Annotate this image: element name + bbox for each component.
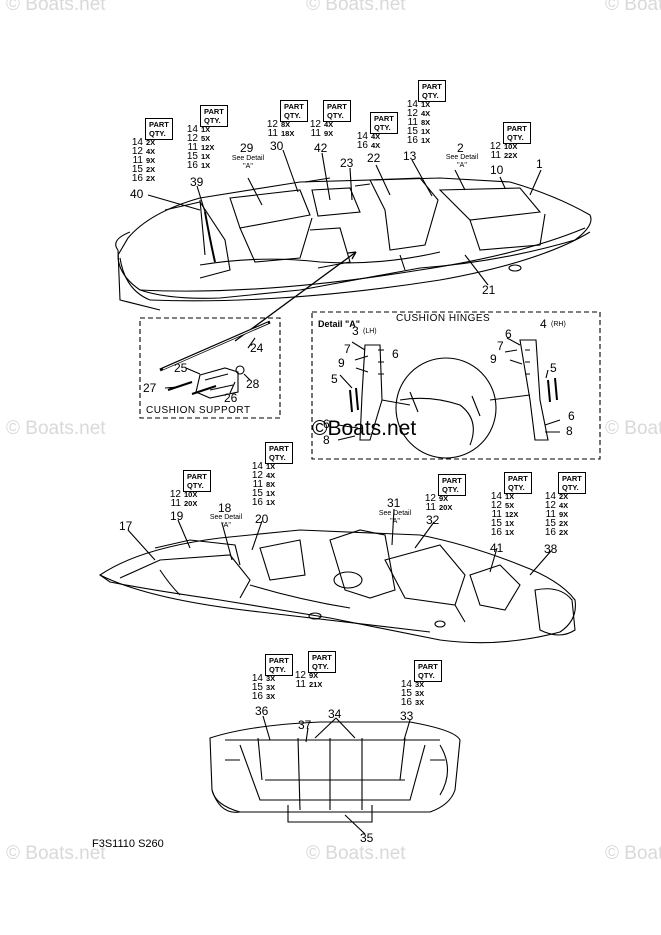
callout-37: 37 — [298, 718, 312, 732]
detail-a-box — [311, 311, 601, 460]
callout-6: 6 — [323, 417, 330, 431]
callout-41: 41 — [490, 541, 504, 555]
callout-33: 33 — [400, 709, 414, 723]
callout-6: 6 — [392, 347, 399, 361]
callout-30: 30 — [270, 139, 284, 153]
callout-38: 38 — [544, 542, 558, 556]
callout-23: 23 — [340, 156, 354, 170]
callout-10: 10 — [490, 163, 504, 177]
callout-2: 2 — [457, 141, 464, 155]
callout-13: 13 — [403, 149, 417, 163]
callout-40: 40 — [130, 187, 144, 201]
callout-9: 9 — [490, 352, 497, 366]
callout-36: 36 — [255, 704, 269, 718]
callout-32: 32 — [426, 513, 440, 527]
callout-9: 9 — [338, 356, 345, 370]
callout-17: 17 — [119, 519, 133, 533]
see-detail-note: See Detail"A" — [231, 155, 265, 170]
callout-7: 7 — [344, 342, 351, 356]
watermark: © Boats.net — [306, 843, 406, 864]
watermark: ©Boats.net — [312, 417, 417, 440]
callout-22: 22 — [367, 151, 381, 165]
callout-3: 3 — [352, 324, 359, 338]
callout-24: 24 — [250, 341, 264, 355]
callout-21: 21 — [482, 283, 496, 297]
watermark: © Boats.net — [6, 0, 106, 15]
see-detail-note: See Detail"A" — [378, 510, 412, 525]
callout-42: 42 — [314, 141, 328, 155]
callout-8: 8 — [323, 433, 330, 447]
callout-26: 26 — [224, 391, 238, 405]
boat-bottom-illustration — [209, 721, 461, 823]
watermark: © Boats.net — [306, 0, 406, 15]
cushion-hinges-title: CUSHION HINGES — [396, 313, 491, 324]
callout-4: 4 — [540, 317, 547, 331]
see-detail-note: See Detail"A" — [209, 514, 243, 529]
callout-25: 25 — [174, 361, 188, 375]
callout-6: 6 — [505, 327, 512, 341]
callout-34: 34 — [328, 707, 342, 721]
boat-middle-illustration — [99, 529, 576, 644]
cushion-support-title: CUSHION SUPPORT — [146, 405, 251, 416]
boat-top-illustration — [115, 177, 592, 311]
callout-31: 31 — [387, 496, 401, 510]
watermark: © Boats.net — [605, 843, 661, 864]
callout-18: 18 — [218, 501, 232, 515]
callout-39: 39 — [190, 175, 204, 189]
callout-27: 27 — [143, 381, 157, 395]
callout-8: 8 — [566, 424, 573, 438]
detail-a-label: Detail "A" — [318, 319, 361, 329]
callout-1: 1 — [536, 157, 543, 171]
drawing-code: F3S1110 S260 — [92, 838, 164, 850]
callout-29: 29 — [240, 141, 254, 155]
watermark: © Boats.net — [6, 418, 106, 439]
callout-35: 35 — [360, 831, 374, 845]
callout-6: 6 — [568, 409, 575, 423]
watermark: © Boats.net — [6, 843, 106, 864]
callout-20: 20 — [255, 512, 269, 526]
callout-5: 5 — [550, 361, 557, 375]
watermark: © Boats.net — [605, 0, 661, 15]
rh-label: (RH) — [551, 321, 566, 328]
callout-28: 28 — [246, 377, 260, 391]
see-detail-note: See Detail"A" — [445, 154, 479, 169]
lh-label: (LH) — [363, 328, 377, 335]
callout-19: 19 — [170, 509, 184, 523]
callout-7: 7 — [497, 339, 504, 353]
callout-5: 5 — [331, 372, 338, 386]
watermark: © Boats.net — [605, 418, 661, 439]
